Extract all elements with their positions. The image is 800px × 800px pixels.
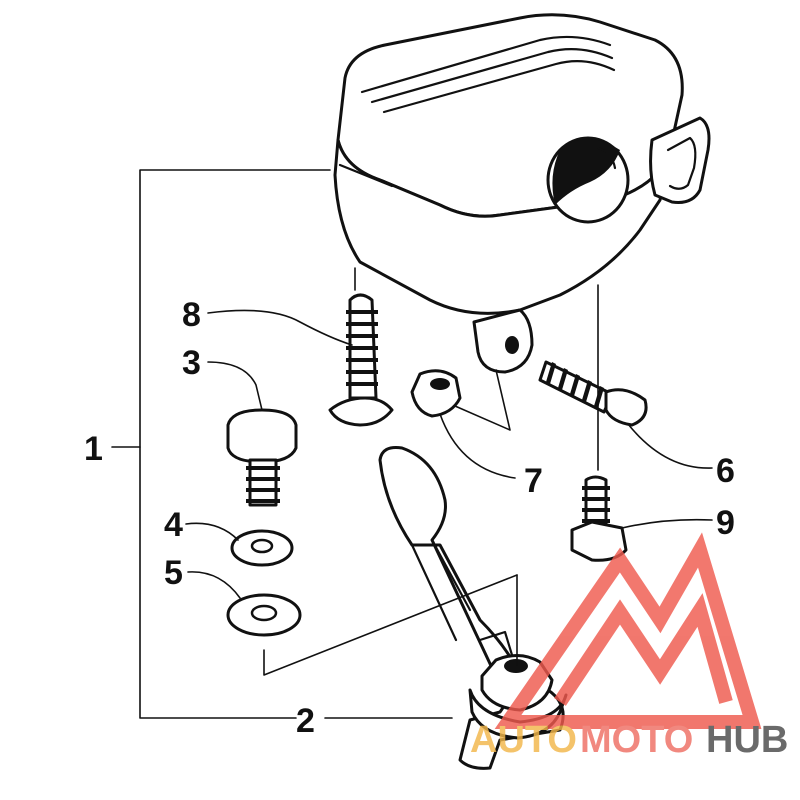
watermark-text-auto: AUTO: [470, 719, 577, 761]
nut-part-7: [410, 369, 516, 479]
callout-7: 7: [524, 462, 543, 500]
watermark-text-hub: HUB: [706, 719, 788, 761]
watermark-text-moto: MOTO: [580, 719, 693, 761]
callout-3: 3: [182, 344, 201, 382]
bolt-part-3: [207, 361, 298, 507]
watermark-logo-icon: [494, 532, 762, 729]
washer-part-4: [185, 522, 294, 567]
washer-part-5: [187, 571, 302, 637]
screw-part-8: [207, 293, 394, 427]
watermark: AUTO MOTO HUB: [470, 532, 788, 761]
callout-5: 5: [164, 554, 183, 592]
callout-4: 4: [164, 506, 183, 544]
callout-6: 6: [716, 452, 735, 490]
callout-1-bracket: [111, 169, 453, 719]
screw-part-6: [538, 360, 713, 469]
callout-1: 1: [84, 430, 103, 468]
switch-housing: [333, 13, 711, 374]
screw-part-9: [570, 475, 713, 562]
callout-2: 2: [296, 702, 315, 740]
callout-9: 9: [716, 504, 735, 542]
callout-8: 8: [182, 296, 201, 334]
assembly-lines: [263, 267, 599, 676]
